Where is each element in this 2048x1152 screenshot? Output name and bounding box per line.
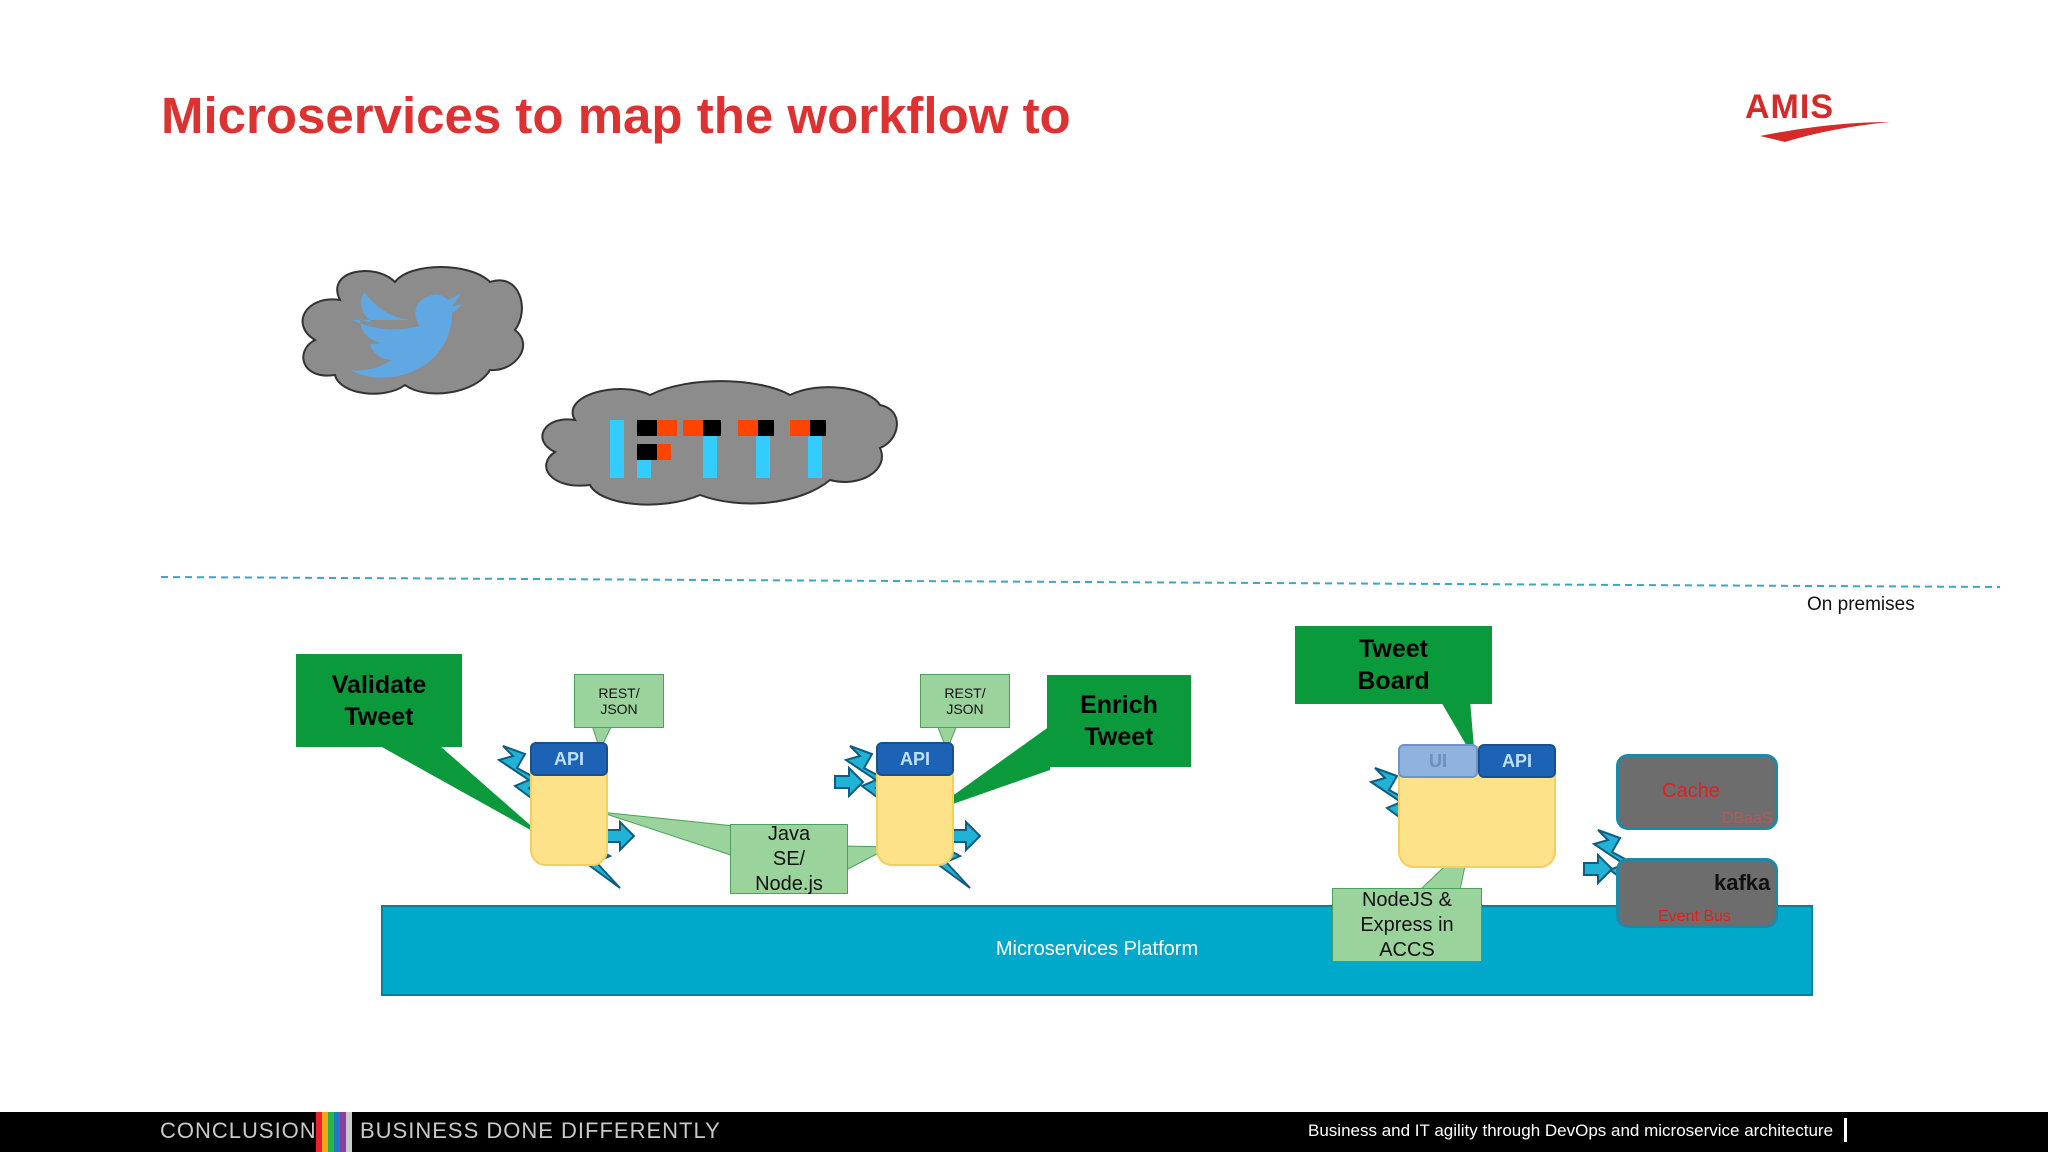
footer-divider	[1844, 1118, 1847, 1142]
arrow-right-icon	[1583, 854, 1613, 884]
footer-section-label: CONCLUSION	[160, 1118, 317, 1143]
event-bus-label: Event Bus	[1658, 908, 1731, 925]
kafka-label: kafka	[1714, 870, 1771, 895]
arrow-right-icon	[605, 821, 635, 851]
slide-title: Microservices to map the workflow to	[161, 87, 1071, 144]
tweet-board-api-tab: API	[1478, 744, 1556, 778]
enrich-tweet-callout: Enrich Tweet	[1047, 675, 1191, 767]
cache-box	[1616, 754, 1778, 830]
footer-color-bars	[316, 1112, 352, 1152]
enrich-pointer	[930, 726, 1050, 812]
enrich-api-tab: API	[876, 742, 954, 776]
footer-subtitle: Business and IT agility through DevOps a…	[1308, 1121, 1834, 1140]
tweet-board-callout: Tweet Board	[1295, 626, 1492, 704]
rest-json-note-2: REST/ JSON	[920, 674, 1010, 728]
arrow-right-icon	[834, 767, 864, 797]
ifttt-logo-icon	[610, 420, 826, 478]
validate-api-tab: API	[530, 742, 608, 776]
validate-tweet-callout: Validate Tweet	[296, 654, 462, 747]
arrow-right-icon	[951, 821, 981, 851]
amis-logo: AMIS	[1745, 88, 1834, 126]
on-premises-boundary	[160, 576, 2001, 588]
validate-pointer	[380, 746, 545, 838]
nodejs-express-accs-note: NodeJS & Express in ACCS	[1332, 888, 1482, 962]
cache-sublabel: DBaaS	[1722, 810, 1773, 827]
twitter-cloud	[301, 266, 525, 395]
ifttt-cloud	[541, 380, 898, 506]
cache-label: Cache	[1662, 780, 1720, 802]
platform-label: Microservices Platform	[995, 938, 1199, 960]
footer-left-text: CONCLUSION	[160, 1118, 317, 1144]
on-premises-label: On premises	[1807, 594, 1915, 615]
footer-tagline: BUSINESS DONE DIFFERENTLY	[360, 1118, 721, 1143]
rest-json-note-1: REST/ JSON	[574, 674, 664, 728]
twitter-bird-icon	[350, 292, 462, 378]
kafka-box	[1616, 858, 1778, 928]
microservices-platform	[381, 905, 1813, 996]
tweet-board-ui-tab: UI	[1398, 744, 1478, 778]
java-se-nodejs-note: Java SE/ Node.js	[730, 823, 848, 895]
amis-logo-swoosh	[1760, 122, 1890, 142]
